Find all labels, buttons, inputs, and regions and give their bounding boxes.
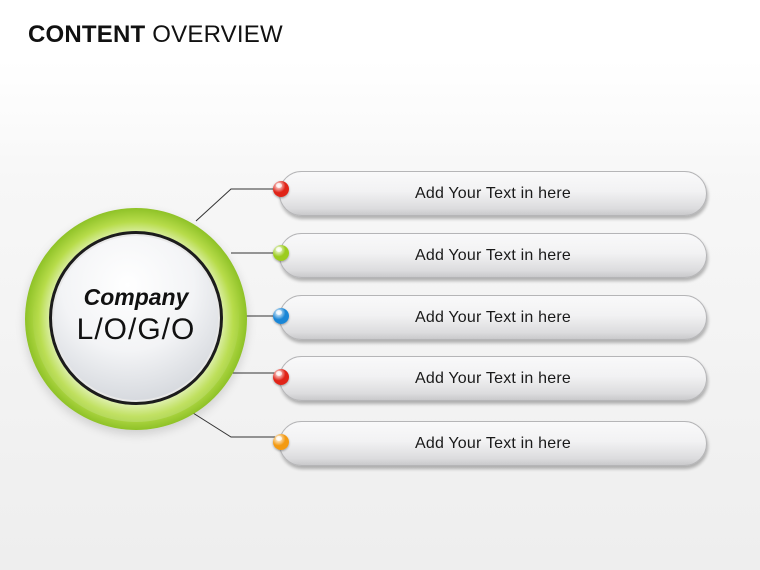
logo-circle: Company L/O/G/O: [49, 231, 223, 405]
content-item-4[interactable]: Add Your Text in here: [279, 356, 707, 401]
slide-title: CONTENT OVERVIEW: [28, 20, 283, 50]
bullet-dot-2: [273, 245, 289, 261]
logo-face: Company L/O/G/O: [52, 234, 220, 402]
content-item-label: Add Your Text in here: [414, 434, 572, 452]
bullet-dot-3: [273, 308, 289, 324]
content-item-3[interactable]: Add Your Text in here: [279, 295, 707, 340]
bullet-dot-1: [273, 181, 289, 197]
content-item-1[interactable]: Add Your Text in here: [279, 171, 707, 216]
logo-mark-text: L/O/G/O: [76, 313, 196, 346]
content-item-label: Add Your Text in here: [414, 308, 572, 326]
content-item-5[interactable]: Add Your Text in here: [279, 421, 707, 466]
title-bold: CONTENT: [28, 21, 146, 48]
connector-line-1: [195, 188, 281, 222]
logo-company-text: Company: [83, 284, 189, 310]
content-item-label: Add Your Text in here: [414, 246, 572, 264]
bullet-dot-4: [273, 369, 289, 385]
content-item-label: Add Your Text in here: [414, 369, 572, 387]
title-light: OVERVIEW: [152, 21, 283, 48]
bullet-dot-5: [273, 434, 289, 450]
content-item-2[interactable]: Add Your Text in here: [279, 233, 707, 278]
connector-line-5: [192, 412, 281, 438]
content-item-label: Add Your Text in here: [414, 184, 572, 202]
